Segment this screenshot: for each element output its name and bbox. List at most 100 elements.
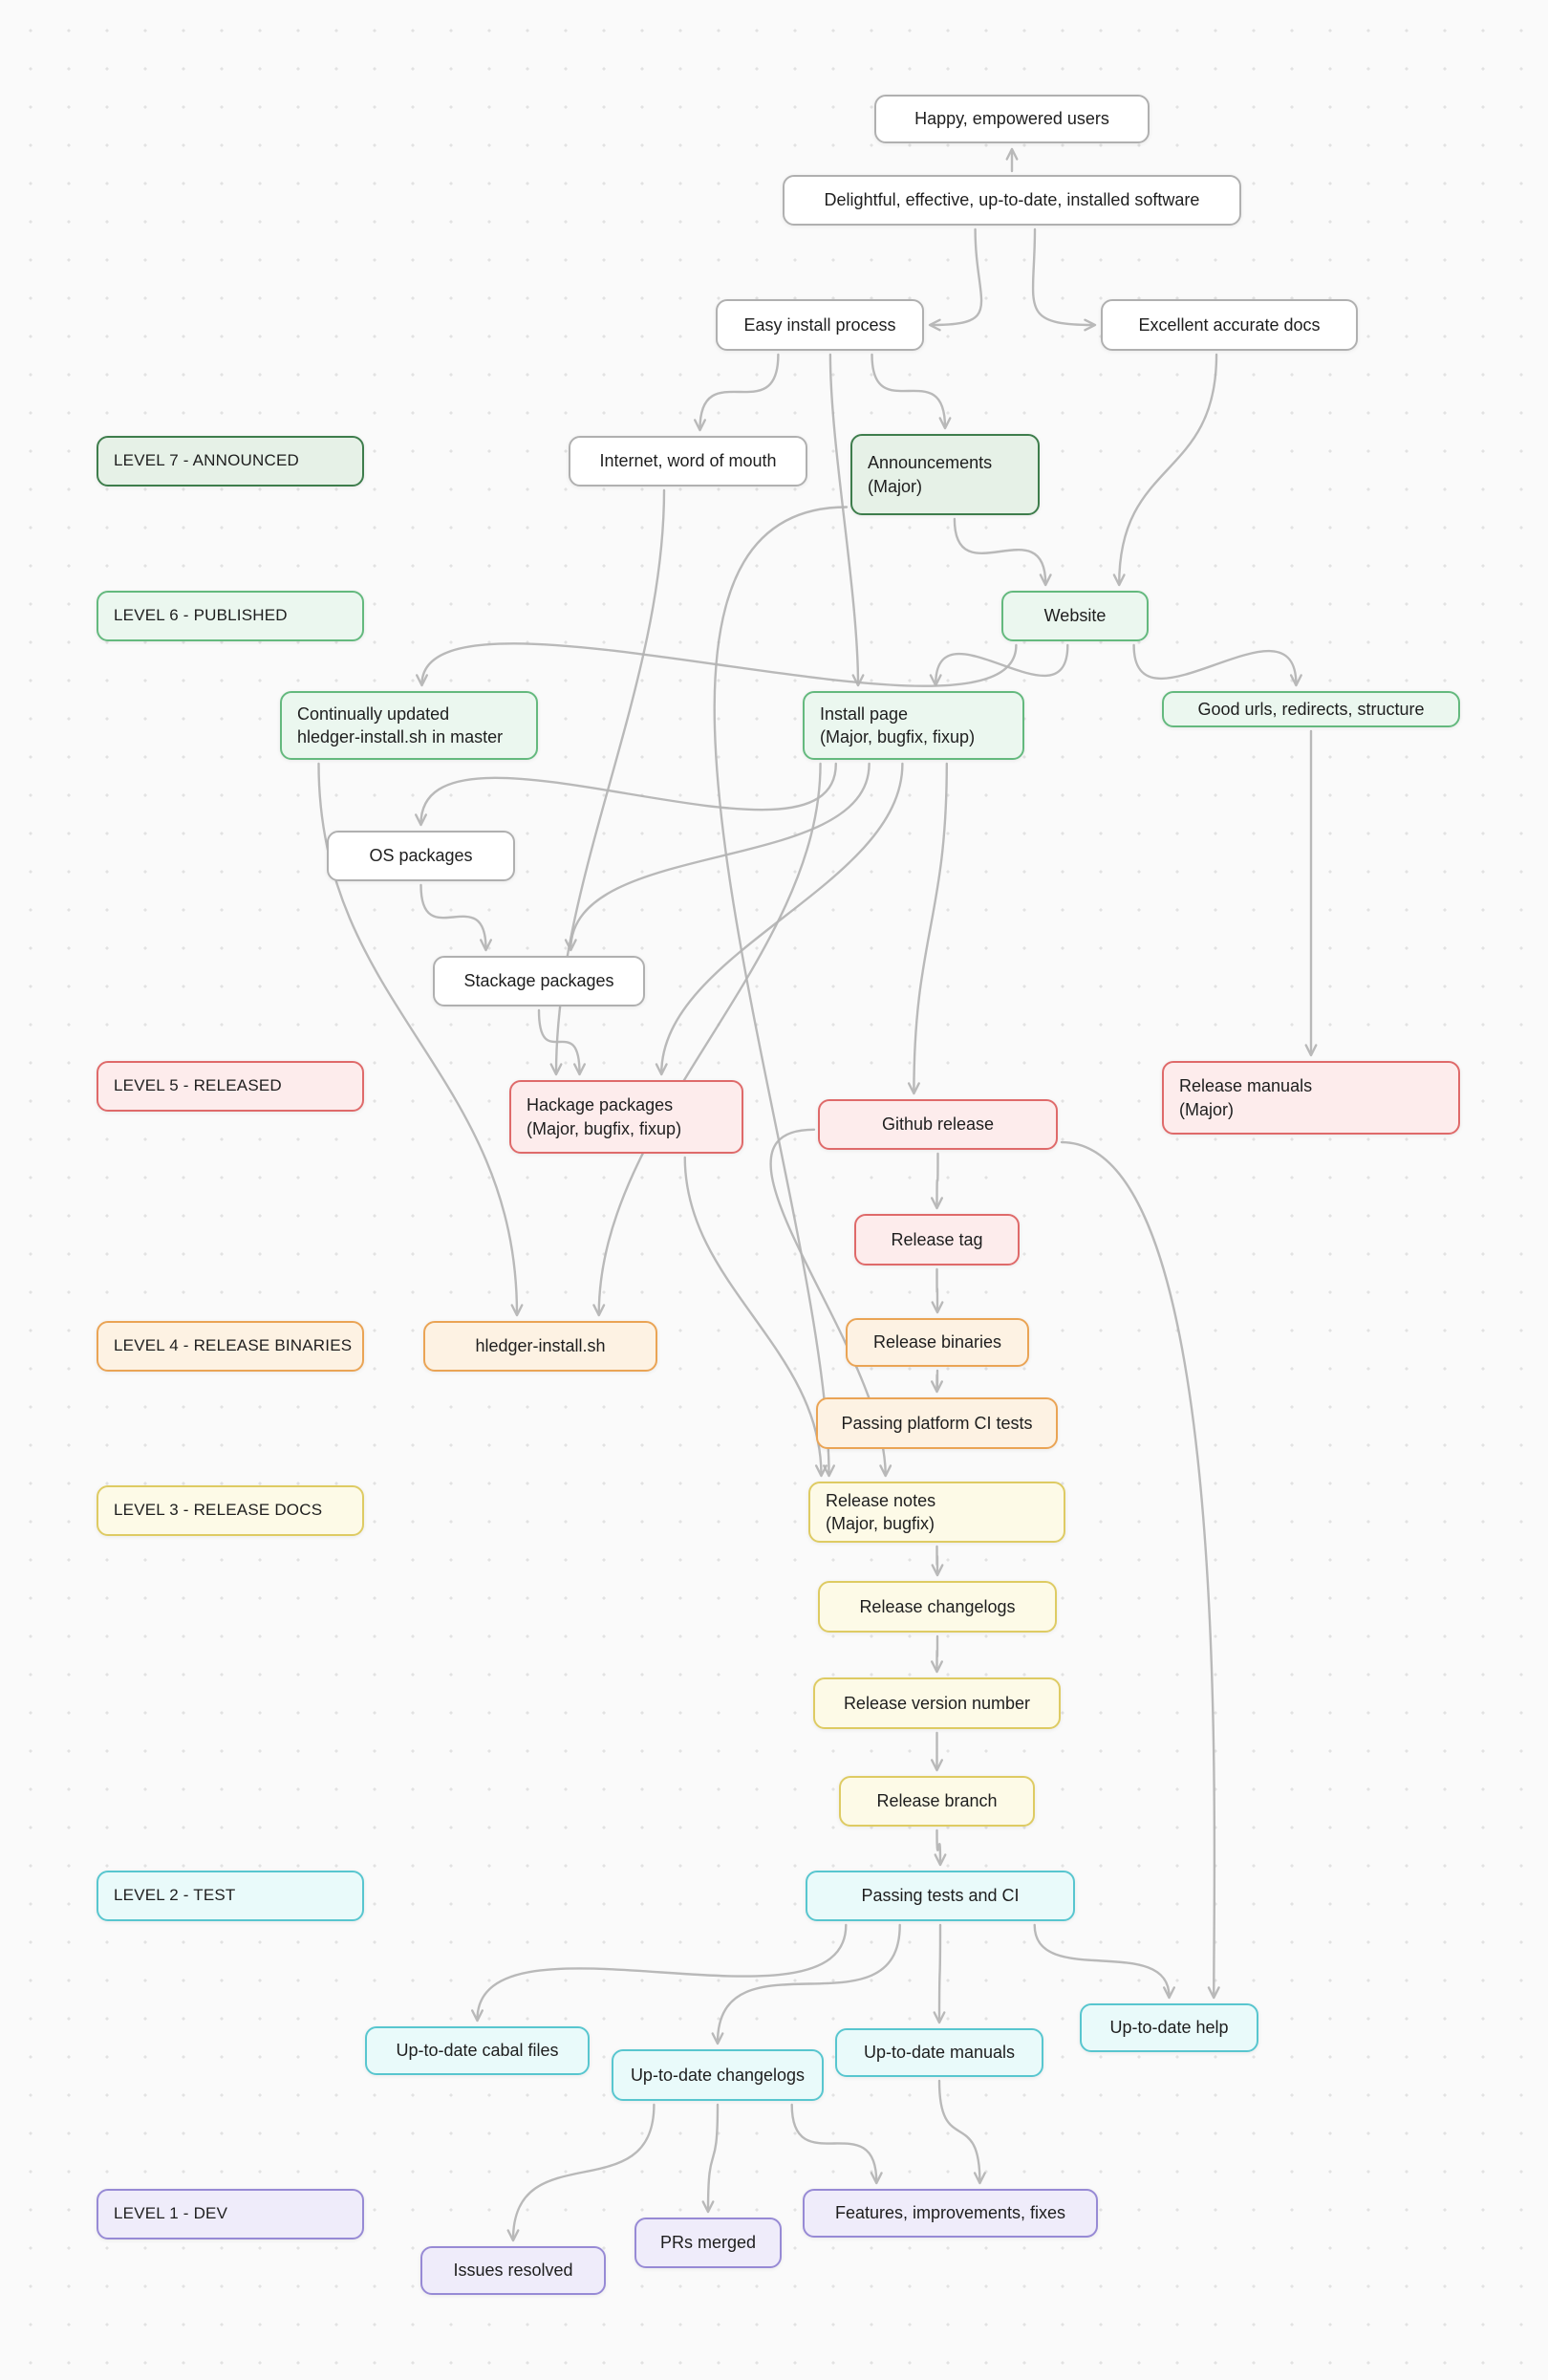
edge-install-page--hledger-install-sh [592,762,822,1317]
edge-os-packages--stackage-packages [419,883,492,952]
node-utd-help: Up-to-date help [1080,2003,1258,2052]
node-level6: LEVEL 6 - PUBLISHED [97,591,364,641]
node-label: Install page [820,703,909,724]
node-label: Happy, empowered users [914,109,1109,129]
node-label: LEVEL 3 - RELEASE DOCS [114,1501,323,1520]
node-label: Release binaries [872,1332,1002,1352]
node-label: Release manuals [1179,1076,1313,1096]
node-passing-platform-ci: Passing platform CI tests [816,1397,1058,1449]
node-label: Up-to-date changelogs [630,2065,806,2085]
edge-utd-changelogs--issues-resolved [506,2103,656,2242]
node-release-tag: Release tag [854,1214,1020,1266]
edge-easy-install--announcements [871,353,952,430]
node-utd-manuals: Up-to-date manuals [835,2028,1043,2077]
edge-passing-tests--utd-cabal [471,1923,848,2023]
node-stackage-packages: Stackage packages [433,956,645,1006]
edge-release-binaries--passing-platform-ci [931,1369,943,1394]
edge-utd-changelogs--features [790,2103,883,2185]
node-label: Website [1043,606,1107,626]
node-label: LEVEL 5 - RELEASED [114,1076,282,1095]
edge-install-page--github-release [907,762,948,1095]
edge-website--continually-updated [416,642,1018,687]
node-label: hledger-install.sh in master [297,727,504,746]
node-hledger-install-sh: hledger-install.sh [423,1321,657,1372]
edge-easy-install--internet-wom [694,353,780,432]
node-level2: LEVEL 2 - TEST [97,1871,364,1921]
node-label: Hackage packages [527,1095,674,1115]
node-utd-changelogs: Up-to-date changelogs [612,2049,824,2101]
node-label: LEVEL 1 - DEV [114,2204,228,2223]
node-label: Up-to-date help [1109,2018,1229,2038]
node-easy-install: Easy install process [716,299,924,351]
node-label: (Major) [1179,1099,1234,1119]
node-excellent-docs: Excellent accurate docs [1101,299,1358,351]
node-label: Passing tests and CI [861,1886,1020,1906]
node-release-branch: Release branch [839,1776,1035,1827]
node-issues-resolved: Issues resolved [420,2246,606,2295]
node-release-changelogs: Release changelogs [818,1581,1057,1633]
edge-passing-tests--utd-changelogs [711,1923,901,2045]
node-label: Continually updated [297,703,450,724]
node-label: (Major) [868,476,922,496]
node-label: Easy install process [743,314,896,335]
edge-release-tag--release-binaries [931,1267,944,1314]
node-good-urls: Good urls, redirects, structure [1162,691,1460,727]
edge-release-branch--passing-tests [934,1828,947,1867]
edge-install-page--hackage-packages [655,762,904,1076]
edge-easy-install--install-page [828,353,865,687]
node-release-notes: Release notes (Major, bugfix) [808,1482,1065,1543]
node-label: Excellent accurate docs [1138,314,1321,335]
node-announcements: Announcements (Major) [850,434,1040,515]
node-label: Release changelogs [859,1596,1016,1616]
node-os-packages: OS packages [327,831,515,881]
edge-passing-tests--utd-help [1033,1923,1175,2000]
edge-github-release--utd-help [1060,1140,1220,2000]
edge-utd-changelogs--prs-merged [701,2103,720,2214]
node-delightful: Delightful, effective, up-to-date, insta… [783,175,1241,226]
node-label: (Major, bugfix, fixup) [527,1118,682,1138]
edge-website--good-urls [1132,643,1302,687]
node-label: LEVEL 7 - ANNOUNCED [114,451,300,470]
edge-excellent-docs--website [1112,353,1218,587]
node-release-binaries: Release binaries [846,1318,1029,1367]
node-label: Github release [881,1114,995,1135]
node-features: Features, improvements, fixes [803,2189,1098,2238]
node-label: LEVEL 2 - TEST [114,1886,236,1905]
node-label: (Major, bugfix) [826,1514,935,1533]
node-level5: LEVEL 5 - RELEASED [97,1061,364,1112]
node-label: Features, improvements, fixes [834,2203,1066,2223]
edge-release-changelogs--release-version [931,1634,943,1674]
node-label: Stackage packages [463,971,614,991]
edge-website--install-page [929,643,1069,687]
node-label: PRs merged [659,2233,757,2253]
edge-utd-manuals--features [937,2079,986,2185]
node-label: LEVEL 6 - PUBLISHED [114,606,288,625]
node-level4: LEVEL 4 - RELEASE BINARIES [97,1321,364,1372]
node-install-page: Install page(Major, bugfix, fixup) [803,691,1024,760]
node-internet-wom: Internet, word of mouth [569,436,807,487]
node-label: Release notes [826,1490,936,1510]
edge-github-release--release-tag [931,1152,943,1210]
node-label: Up-to-date manuals [863,2043,1016,2063]
node-label: Announcements [868,453,993,473]
node-level3: LEVEL 3 - RELEASE DOCS [97,1485,364,1536]
edge-delightful--excellent-docs [1031,227,1097,332]
edge-install-page--stackage-packages [564,762,871,952]
node-label: Passing platform CI tests [841,1413,1033,1433]
node-release-version: Release version number [813,1677,1061,1729]
node-continually-updated: Continually updated hledger-install.sh in… [280,691,538,760]
node-level1: LEVEL 1 - DEV [97,2189,364,2239]
node-passing-tests: Passing tests and CI [806,1871,1075,1921]
edge-delightful--easy-install [928,227,983,332]
node-prs-merged: PRs merged [634,2218,782,2268]
node-label: Release branch [876,1791,998,1811]
node-label: Internet, word of mouth [599,451,777,471]
node-label: Good urls, redirects, structure [1197,699,1425,719]
node-label: Release tag [891,1229,983,1249]
node-label: Issues resolved [453,2261,573,2281]
edge-announcements--release-notes [713,506,849,1478]
edge-release-notes--release-changelogs [931,1545,944,1577]
